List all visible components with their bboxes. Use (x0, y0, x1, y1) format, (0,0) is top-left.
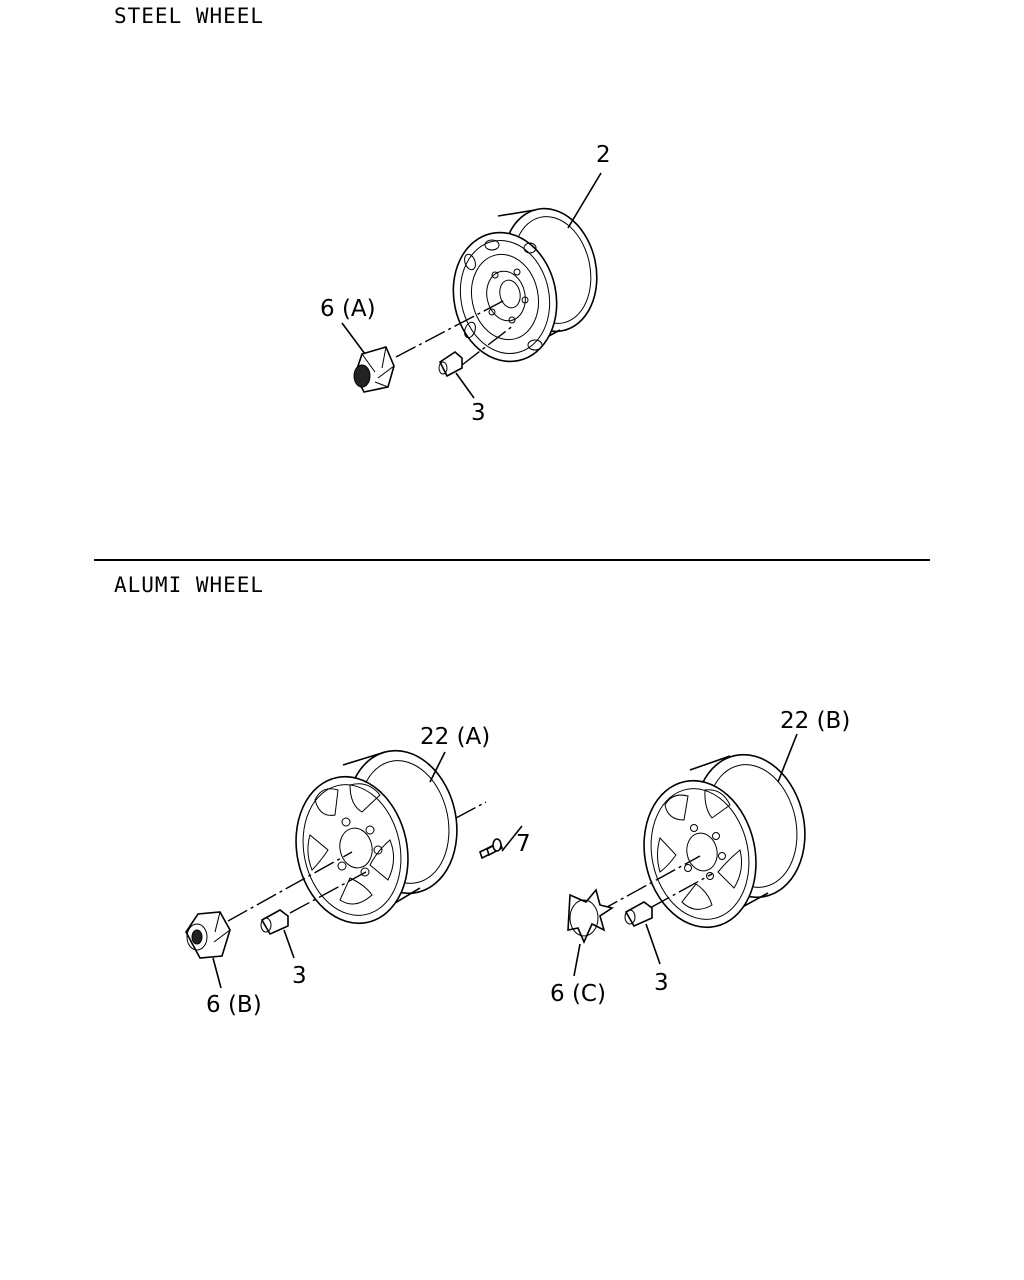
steel-center-cap[interactable] (353, 346, 395, 393)
leader-alumi-wheel-a (429, 751, 446, 783)
leader-alumi-cap-b (212, 957, 222, 989)
leader-steel-nut (455, 372, 475, 399)
alumi-a-lug-nut[interactable] (260, 909, 289, 936)
leader-alumi-cap-c (573, 943, 581, 977)
callout-steel-nut: 3 (471, 400, 486, 426)
leader-alumi-nut-b (645, 923, 661, 965)
alumi-wheel-b-rim[interactable] (631, 744, 818, 937)
alumi-valve-bolt[interactable] (479, 838, 503, 860)
steel-wheel-rim[interactable] (442, 200, 608, 371)
steel-cap-axis-line (395, 299, 506, 358)
alumi-b-lug-nut[interactable] (624, 901, 653, 928)
leader-alumi-bolt (501, 825, 523, 852)
alumi-wheel-b-group: 22 (B) 3 6 (C) (550, 708, 850, 1007)
callout-alumi-cap-c: 6 (C) (550, 981, 606, 1007)
alumi-wheel-a-group: 22 (A) 7 3 6 (B) (185, 724, 531, 1018)
alumi-wheel-a-rim[interactable] (283, 740, 470, 933)
callout-steel-wheel: 2 (596, 142, 611, 168)
steel-nut-axis-line (461, 324, 515, 366)
leader-alumi-nut-a (283, 929, 295, 959)
callout-steel-cap: 6 (A) (320, 296, 376, 322)
alumi-center-cap-b[interactable] (185, 911, 231, 959)
section-title-steel-wheel: STEEL WHEEL (114, 4, 265, 28)
alumi-center-cap-c[interactable] (567, 888, 614, 944)
leader-steel-cap (341, 322, 366, 355)
alumi-a-nut-axis-line (289, 871, 367, 914)
section-title-alumi-wheel: ALUMI WHEEL (114, 573, 265, 597)
callout-alumi-nut-a: 3 (292, 963, 307, 989)
callout-alumi-cap-b: 6 (B) (206, 992, 262, 1018)
steel-wheel-group: 2 6 (A) 3 (320, 142, 611, 426)
alumi-b-nut-axis-line (649, 873, 713, 909)
leader-alumi-wheel-b (777, 733, 798, 783)
alumi-a-cap-axis-line (227, 851, 353, 922)
steel-lug-nut[interactable] (438, 350, 463, 378)
alumi-a-bolt-axis-line (455, 801, 487, 819)
leader-steel-wheel (567, 172, 602, 229)
callout-alumi-nut-b: 3 (654, 970, 669, 996)
callout-alumi-wheel-a: 22 (A) (420, 724, 490, 750)
callout-alumi-wheel-b: 22 (B) (780, 708, 850, 734)
alumi-b-cap-axis-line (597, 855, 701, 913)
callout-alumi-bolt: 7 (516, 831, 531, 857)
